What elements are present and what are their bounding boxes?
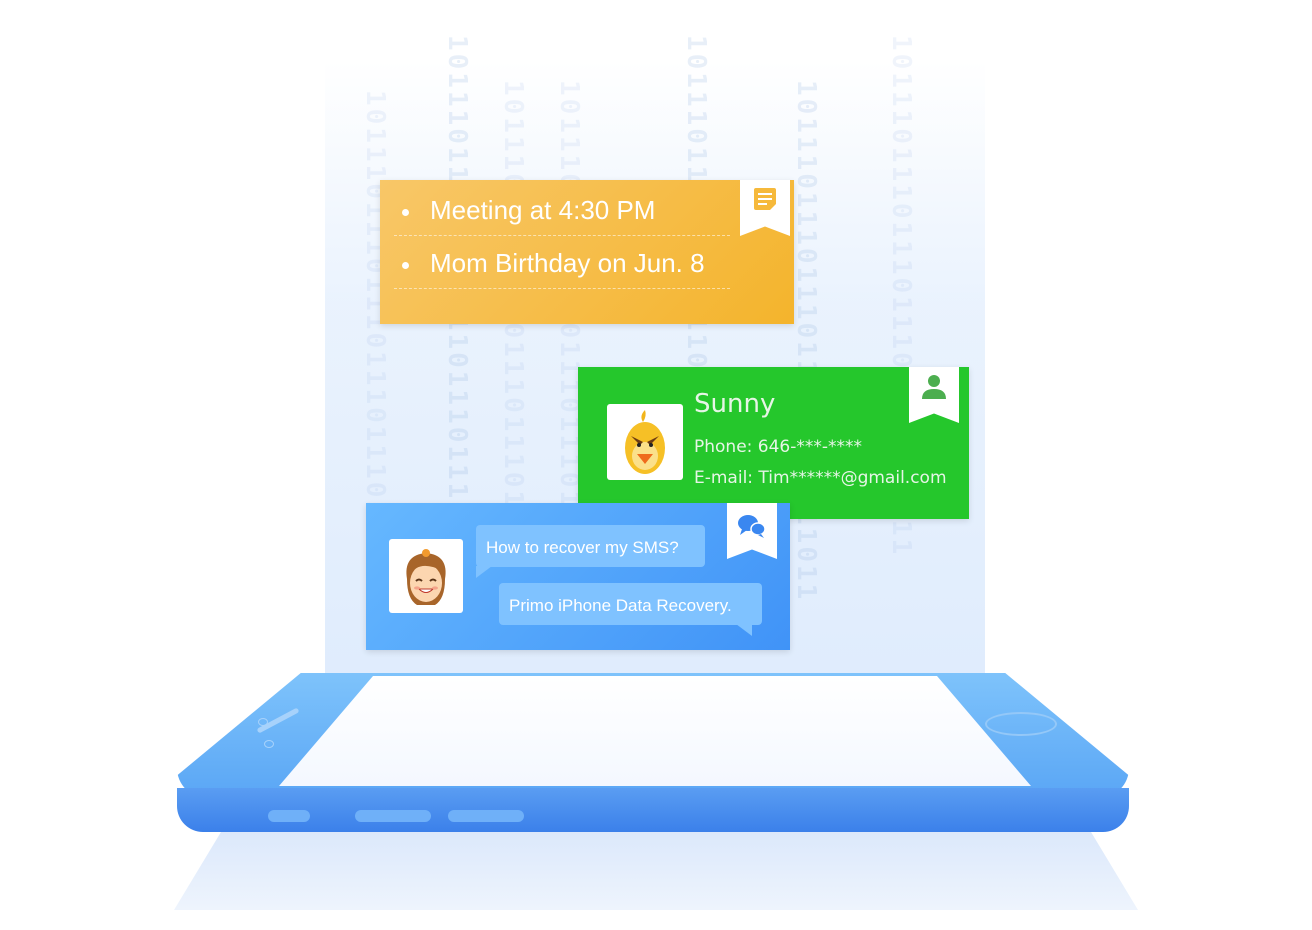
note-text: Meeting at 4:30 PM [430,195,656,225]
contact-email: E-mail: Tim******@gmail.com [694,468,947,488]
bubble-tail [736,624,752,636]
contact-phone: Phone: 646-***-**** [694,437,863,457]
phone-sensor [258,718,268,726]
contact-ribbon [909,367,959,423]
phone-volume-down-button [448,810,524,822]
notes-card: Meeting at 4:30 PM Mom Birthday on Jun. … [380,180,794,324]
message-avatar [389,539,463,613]
contact-name: Sunny [694,389,776,419]
note-bullet [402,209,409,216]
message-card: How to recover my SMS? Primo iPhone Data… [366,503,790,650]
phone-screen [279,676,1031,786]
chat-bubbles-icon [738,515,766,538]
answer-bubble: Primo iPhone Data Recovery. [499,583,762,636]
phone-side [177,788,1129,832]
notes-ribbon [740,180,790,236]
contact-card: Sunny Phone: 646-***-**** E-mail: Tim***… [578,367,969,519]
answer-text: Primo iPhone Data Recovery. [509,596,732,615]
question-bubble: How to recover my SMS? [476,525,705,578]
phone-volume-up-button [355,810,431,822]
notes-icon [754,188,776,210]
phone-home-button [985,712,1057,736]
note-bullet [402,262,409,269]
yellow-bird-avatar-icon [625,410,665,474]
phone-camera [264,740,274,748]
contact-avatar [607,404,683,480]
phone-mute-button [268,810,310,822]
note-item: Meeting at 4:30 PM [394,183,730,236]
note-item: Mom Birthday on Jun. 8 [394,236,730,289]
girl-avatar-icon [406,549,446,605]
message-ribbon [727,503,777,559]
question-text: How to recover my SMS? [486,538,679,557]
bubble-tail [476,566,492,578]
note-text: Mom Birthday on Jun. 8 [430,248,705,278]
contact-person-icon [922,375,946,399]
binary-column: 1011101110111011101110111011 [791,80,821,603]
phone-shadow [174,830,1138,910]
